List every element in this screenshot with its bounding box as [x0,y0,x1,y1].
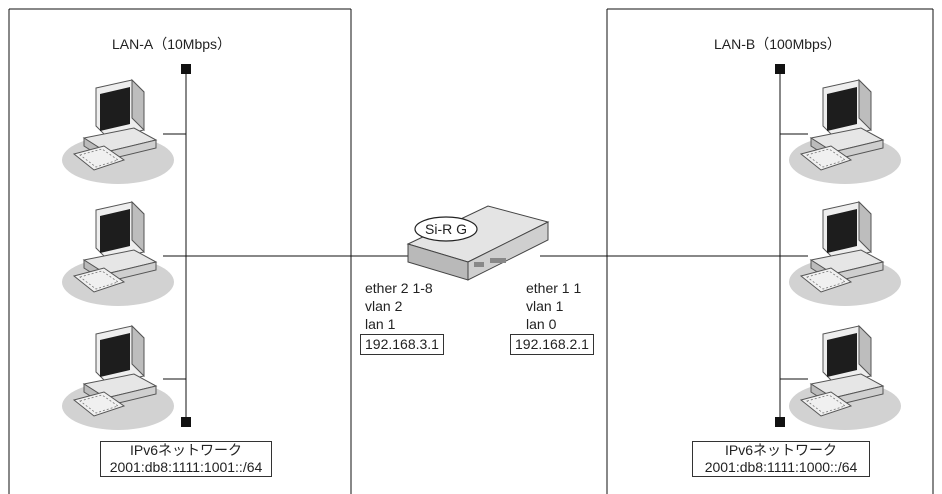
lan-a-bus [163,70,187,422]
right-vlan-label: vlan 1 [526,298,564,314]
bus-terminator-icon [775,417,785,427]
left-ip-address: 192.168.3.1 [360,334,444,355]
lan-a-frame [8,8,352,494]
router-name-badge [414,216,478,242]
bus-terminator-icon [181,64,191,74]
router-name: Si-R G [425,221,467,237]
bus-terminator-icon [775,64,785,74]
lan-b-network-prefix: 2001:db8:1111:1000::/64 [704,459,858,475]
lan-b-title: LAN-B（100Mbps） [714,36,841,52]
desktop-computer-icon [788,201,902,307]
lan-b-network-box: IPv6ネットワーク 2001:db8:1111:1000::/64 [692,441,870,477]
desktop-computer-icon [61,79,175,185]
lan-b-frame [606,8,934,494]
desktop-computer-icon [61,325,175,431]
right-ether-label: ether 1 1 [526,280,582,296]
right-ip-address: 192.168.2.1 [510,334,594,355]
desktop-computer-icon [61,201,175,307]
lan-a-title: LAN-A（10Mbps） [112,36,232,52]
desktop-computer-icon [788,325,902,431]
lan-b-network-label: IPv6ネットワーク [724,442,837,458]
lan-b-bus [779,70,808,422]
left-lan-label: lan 1 [365,316,396,332]
left-ether-label: ether 2 1-8 [365,280,433,296]
lan-a-network-label: IPv6ネットワーク [129,442,242,458]
router-device-icon [406,205,550,281]
right-lan-label: lan 0 [526,316,557,332]
lan-a-network-prefix: 2001:db8:1111:1001::/64 [109,459,263,475]
lan-a-network-box: IPv6ネットワーク 2001:db8:1111:1001::/64 [100,441,272,477]
desktop-computer-icon [788,79,902,185]
bus-terminator-icon [181,417,191,427]
left-vlan-label: vlan 2 [365,298,403,314]
